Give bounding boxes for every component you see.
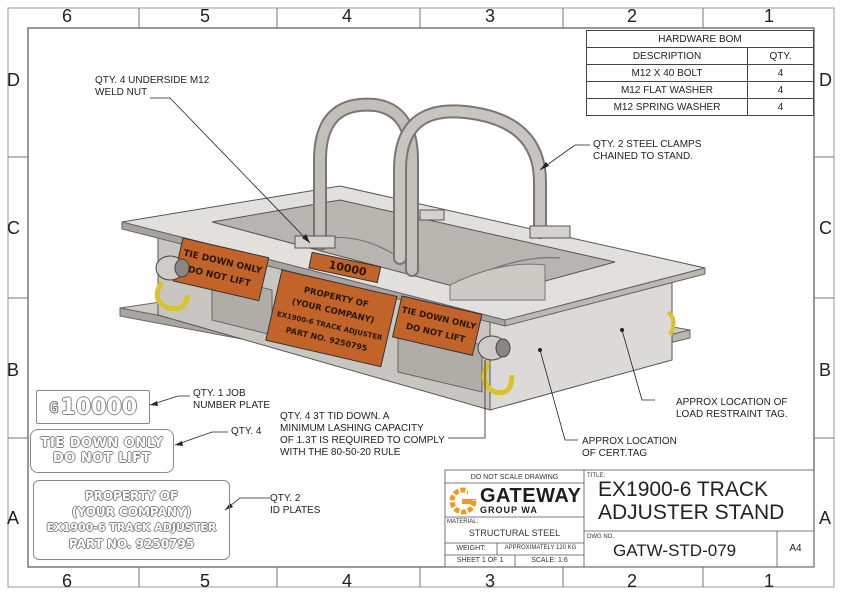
weight-value: APPROXIMATELY 120 KG [504,545,577,551]
callout-job-plate-line1: QTY. 1 JOB [193,388,246,399]
scale-value: SCALE: 1:6 [531,557,568,564]
drawing-title-line2: ADJUSTER STAND [598,501,785,524]
zone-col-4-top: 4 [342,6,353,26]
job-number-text: 10000 [60,394,138,420]
callout-tid-down-line4: WITH THE 80-50-20 RULE [280,447,401,458]
drawing-number: GATW-STD-079 [613,541,737,560]
zone-col-5-top: 5 [200,6,211,26]
model-property-plate [265,269,398,368]
tie-down-plate-line2: DO NOT LIFT [52,451,152,466]
zone-col-5-bottom: 5 [200,571,211,591]
callout-id-plates-line1: QTY. 2 [270,493,301,504]
zone-row-c-right: C [819,218,832,238]
callout-cert-tag-line1: APPROX LOCATION [582,436,677,447]
callout-load-tag-line2: LOAD RESTRAINT TAG. [676,409,788,420]
callout-job-plate-line2: NUMBER PLATE [193,400,271,411]
zone-col-3-bottom: 3 [485,571,496,591]
callout-clamps-line2: CHAINED TO STAND. [593,151,694,162]
material-value: STRUCTURAL STEEL [468,528,561,538]
callout-clamps: QTY. 2 STEEL CLAMPS CHAINED TO STAND. [593,139,701,163]
tie-down-shackle-left [154,255,191,312]
sheet-number: SHEET 1 OF 1 [456,557,504,564]
callout-cert-tag: APPROX LOCATION OF CERT.TAG [582,436,677,460]
property-plate-line1: PROPERTY OF [84,489,179,503]
callout-tid-down-line2: MINIMUM LASHING CAPACITY [280,423,424,434]
zone-row-b-right: B [819,360,832,380]
gateway-logo-icon [449,487,478,515]
callout-weld-nut-line1: QTY. 4 UNDERSIDE M12 [95,75,210,86]
tie-down-shackle-right [477,335,515,396]
callout-tie-down-qty: QTY. 4 [231,426,261,438]
zone-col-6-bottom: 6 [62,571,73,591]
property-plate-line2: (YOUR COMPANY) [71,505,192,519]
material-label: MATERIAL: [447,519,479,525]
zone-row-d-left: D [7,70,20,90]
zone-col-4-bottom: 4 [342,571,353,591]
logo-sub-text: GROUP WA [480,505,538,515]
zone-col-2-top: 2 [627,6,638,26]
sheet-size: A4 [789,543,802,554]
callout-weld-nut: QTY. 4 UNDERSIDE M12 WELD NUT [95,75,209,99]
drawing-title-line1: EX1900-6 TRACK [598,478,769,501]
model-tie-down-plate-right [391,295,483,356]
callout-cert-tag-line2: OF CERT.TAG [582,448,648,459]
callout-tid-down-line3: OF 1.3T IS REQUIRED TO COMPLY [280,435,445,446]
callout-job-plate: QTY. 1 JOB NUMBER PLATE [193,388,270,412]
zone-row-a-left: A [7,508,20,528]
zone-row-c-left: C [7,218,20,238]
callout-load-tag-line1: APPROX LOCATION OF [676,397,788,408]
bom-cell-qty: 4 [747,98,814,116]
zone-col-3-top: 3 [485,6,496,26]
zone-col-6-top: 6 [62,6,73,26]
gateway-g-icon: G [48,397,59,417]
logo-main-text: GATEWAY [480,485,582,507]
steel-clamps [313,97,547,277]
job-number-plate: G 10000 [36,390,150,424]
dwg-no-label: DWG NO. [587,534,614,540]
callout-tid-down-line1: QTY. 4 3T TID DOWN. A [280,411,390,422]
zone-col-2-bottom: 2 [627,571,638,591]
callout-load-tag: APPROX LOCATION OF LOAD RESTRAINT TAG. [676,397,788,421]
tie-down-plate-line1: TIE DOWN ONLY [40,436,164,451]
callout-weld-nut-line2: WELD NUT [95,87,148,98]
property-id-plate: PROPERTY OF (YOUR COMPANY) EX1900-6 TRAC… [33,480,230,560]
callout-id-plates-line2: ID PLATES [270,505,321,516]
zone-col-1-top: 1 [764,6,775,26]
callout-tie-down-qty-line1: QTY. 4 [231,426,262,437]
model-job-plate [308,251,382,284]
bom-cell-desc: M12 SPRING WASHER [586,98,748,116]
hardware-bom-table: HARDWARE BOM DESCRIPTION QTY. M12 X 40 B… [586,30,814,116]
property-plate-line3: EX1900-6 TRACK ADJUSTER [46,521,217,534]
drawing-title: EX1900-6 TRACK ADJUSTER STAND [598,478,784,524]
callout-id-plates: QTY. 2 ID PLATES [270,493,320,517]
zone-row-b-left: B [7,360,20,380]
zone-col-1-bottom: 1 [764,571,775,591]
zone-row-d-right: D [819,70,832,90]
callout-tid-down: QTY. 4 3T TID DOWN. A MINIMUM LASHING CA… [280,411,445,459]
property-plate-line4: PART NO. 9250795 [68,537,195,551]
do-not-scale-text: DO NOT SCALE DRAWING [470,474,559,481]
title-label: TITLE: [587,473,606,479]
weight-label: WEIGHT: [456,545,486,552]
callout-clamps-line1: QTY. 2 STEEL CLAMPS [593,139,702,150]
tie-down-plate: TIE DOWN ONLY DO NOT LIFT [30,429,174,473]
zone-row-a-right: A [819,508,832,528]
